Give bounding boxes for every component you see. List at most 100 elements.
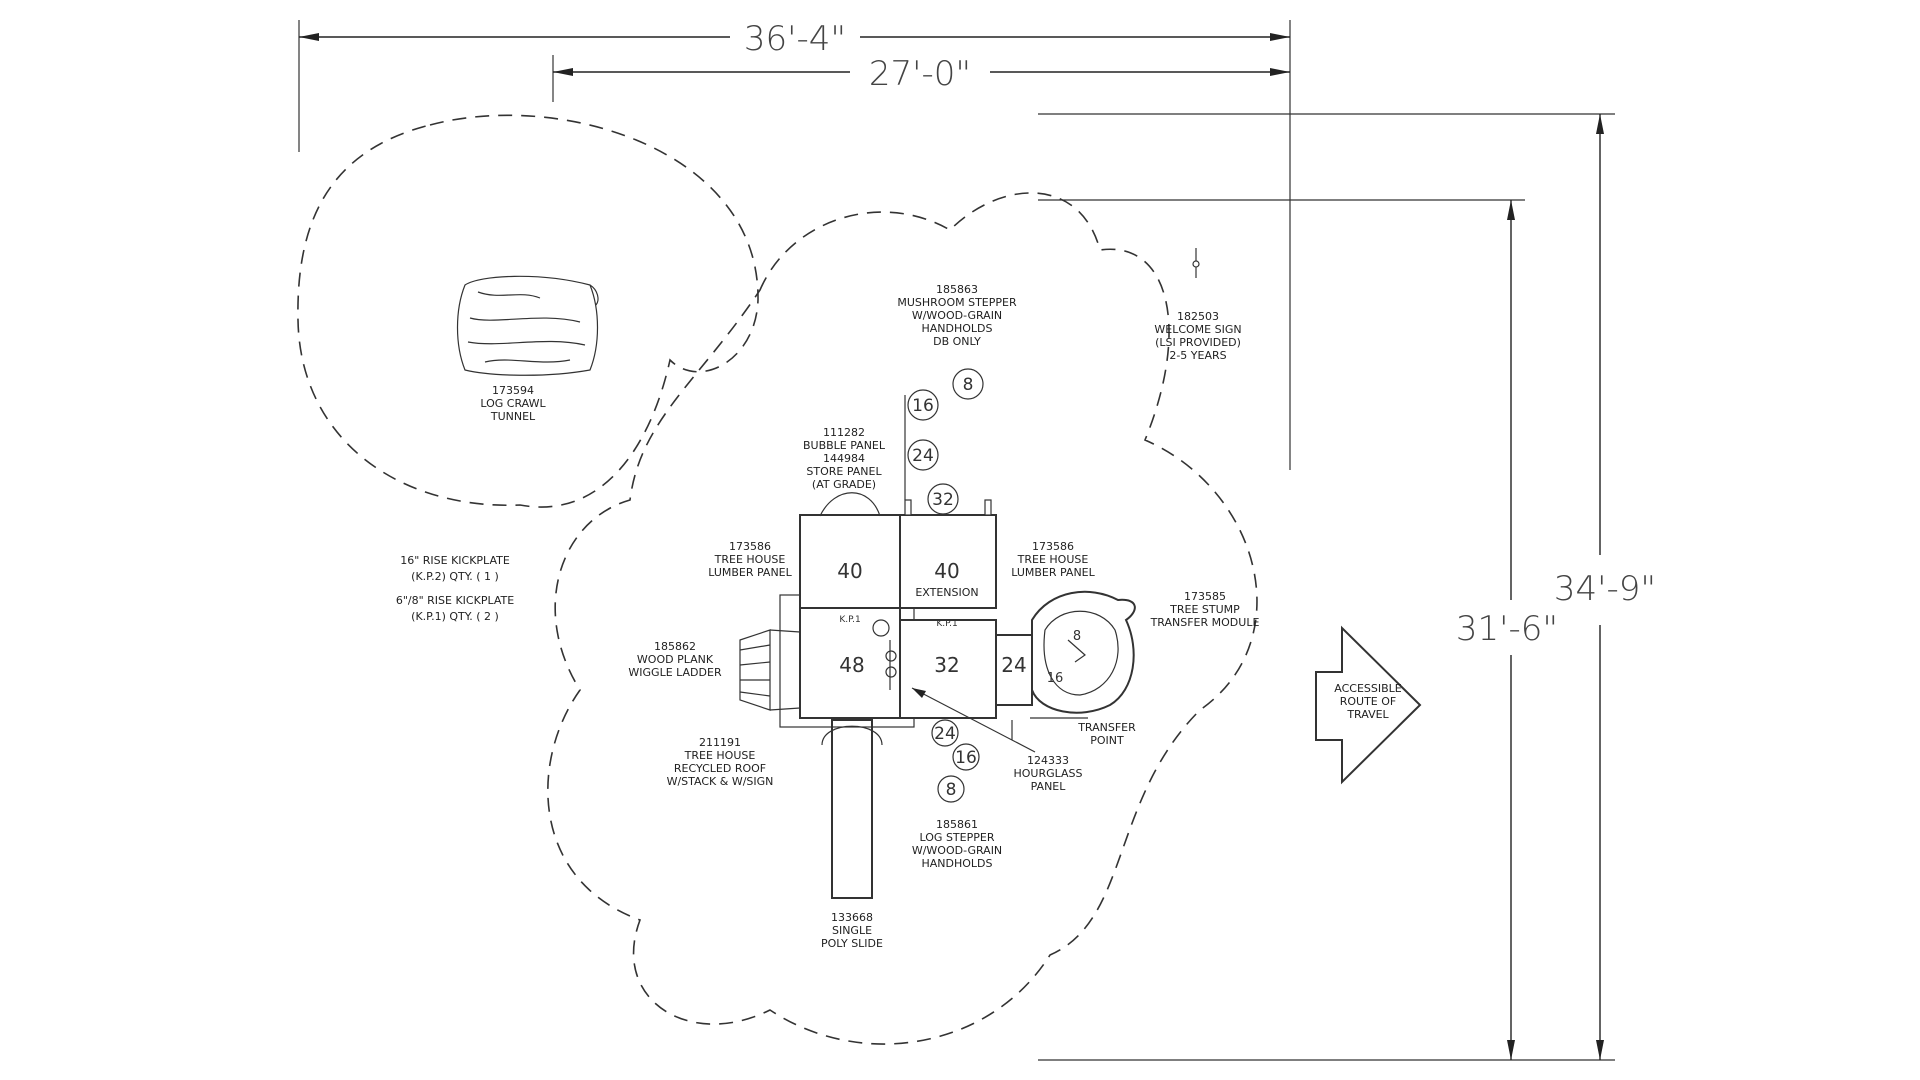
- svg-text:173585: 173585: [1184, 590, 1226, 603]
- svg-text:TUNNEL: TUNNEL: [490, 410, 536, 423]
- svg-text:TREE HOUSE: TREE HOUSE: [684, 749, 756, 762]
- stepper-16-bottom: 16: [955, 748, 977, 768]
- svg-text:185861: 185861: [936, 818, 978, 831]
- svg-text:POLY SLIDE: POLY SLIDE: [821, 937, 883, 950]
- label-recycled-roof: 211191 TREE HOUSE RECYCLED ROOF W/STACK …: [667, 736, 774, 788]
- log-crawl-tunnel: [456, 275, 599, 376]
- accessible-route-arrow: [1315, 625, 1422, 785]
- log-steppers: [931, 719, 980, 803]
- svg-text:TRAVEL: TRAVEL: [1346, 708, 1389, 721]
- inner-width-label: 27'-0": [869, 54, 971, 94]
- kickplate-1-left: K.P.1: [839, 615, 860, 625]
- hourglass-leader: [911, 687, 1036, 753]
- svg-text:ROUTE OF: ROUTE OF: [1340, 695, 1397, 708]
- stepper-24-top: 24: [912, 446, 934, 466]
- svg-text:DB ONLY: DB ONLY: [933, 335, 981, 348]
- main-structure-use-zone: [547, 192, 1258, 1045]
- label-tree-stump: 173585 TREE STUMP TRANSFER MODULE: [1150, 590, 1260, 629]
- svg-text:6"/8" RISE KICKPLATE: 6"/8" RISE KICKPLATE: [396, 594, 514, 607]
- svg-text:WOOD PLANK: WOOD PLANK: [637, 653, 714, 666]
- deck-24-number: 24: [1001, 653, 1026, 677]
- wiggle-ladder: [739, 629, 801, 711]
- stepper-24-bottom: 24: [934, 724, 956, 744]
- dimension-inner-width: 27'-0": [552, 54, 1290, 102]
- svg-text:TRANSFER: TRANSFER: [1077, 721, 1136, 734]
- svg-text:HANDHOLDS: HANDHOLDS: [921, 857, 992, 870]
- svg-text:PANEL: PANEL: [1031, 780, 1067, 793]
- svg-text:173586: 173586: [729, 540, 771, 553]
- svg-text:STORE PANEL: STORE PANEL: [806, 465, 882, 478]
- mushroom-steppers: [904, 368, 984, 515]
- stump-step-8: 8: [1073, 629, 1081, 644]
- svg-text:111282: 111282: [823, 426, 865, 439]
- svg-text:HANDHOLDS: HANDHOLDS: [921, 322, 992, 335]
- svg-text:TREE HOUSE: TREE HOUSE: [1017, 553, 1089, 566]
- svg-text:124333: 124333: [1027, 754, 1069, 767]
- dimension-inner-depth: 31'-6": [1038, 199, 1558, 1060]
- svg-text:SINGLE: SINGLE: [832, 924, 872, 937]
- svg-text:HOURGLASS: HOURGLASS: [1013, 767, 1082, 780]
- overall-width-label: 36'-4": [744, 19, 846, 59]
- deck-40-extension: [899, 514, 997, 609]
- stepper-8-top: 8: [963, 375, 974, 395]
- svg-text:LOG CRAWL: LOG CRAWL: [480, 397, 546, 410]
- deck-40-number: 40: [837, 559, 862, 583]
- svg-text:WELCOME SIGN: WELCOME SIGN: [1154, 323, 1241, 336]
- play-structure: 8 16: [739, 492, 1136, 899]
- svg-text:BUBBLE PANEL: BUBBLE PANEL: [803, 439, 886, 452]
- label-welcome-sign: 182503 WELCOME SIGN (LSI PROVIDED) 2-5 Y…: [1154, 310, 1241, 362]
- svg-text:POINT: POINT: [1090, 734, 1124, 747]
- svg-text:(K.P.2) QTY. ( 1 ): (K.P.2) QTY. ( 1 ): [411, 570, 499, 583]
- svg-text:TRANSFER MODULE: TRANSFER MODULE: [1150, 616, 1260, 629]
- svg-text:LUMBER PANEL: LUMBER PANEL: [1011, 566, 1095, 579]
- label-hourglass-panel: 124333 HOURGLASS PANEL: [1013, 754, 1082, 793]
- dimension-overall-depth: 34'-9": [1038, 113, 1656, 1061]
- overall-depth-label: 34'-9": [1554, 569, 1656, 609]
- label-mushroom-stepper: 185863 MUSHROOM STEPPER W/WOOD-GRAIN HAN…: [897, 283, 1017, 348]
- svg-text:LUMBER PANEL: LUMBER PANEL: [708, 566, 792, 579]
- label-log-stepper: 185861 LOG STEPPER W/WOOD-GRAIN HANDHOLD…: [912, 818, 1002, 870]
- svg-text:W/WOOD-GRAIN: W/WOOD-GRAIN: [912, 844, 1002, 857]
- svg-text:185863: 185863: [936, 283, 978, 296]
- svg-text:W/STACK & W/SIGN: W/STACK & W/SIGN: [667, 775, 774, 788]
- label-transfer-point: TRANSFER POINT: [1077, 721, 1136, 747]
- svg-text:(AT GRADE): (AT GRADE): [812, 478, 876, 491]
- svg-text:211191: 211191: [699, 736, 741, 749]
- svg-text:133668: 133668: [831, 911, 873, 924]
- svg-text:182503: 182503: [1177, 310, 1219, 323]
- svg-text:WIGGLE LADDER: WIGGLE LADDER: [628, 666, 722, 679]
- svg-text:(K.P.1) QTY. ( 2 ): (K.P.1) QTY. ( 2 ): [411, 610, 499, 623]
- deck-32: [899, 619, 997, 719]
- svg-text:TREE HOUSE: TREE HOUSE: [714, 553, 786, 566]
- svg-text:16" RISE KICKPLATE: 16" RISE KICKPLATE: [400, 554, 510, 567]
- label-bubble-panel: 111282 BUBBLE PANEL 144984 STORE PANEL (…: [803, 426, 886, 491]
- deck-24: [995, 634, 1033, 706]
- svg-text:TREE STUMP: TREE STUMP: [1169, 603, 1240, 616]
- deck-48-number: 48: [839, 653, 864, 677]
- label-wiggle-ladder: 185862 WOOD PLANK WIGGLE LADDER: [628, 640, 722, 679]
- deck-extension-label: EXTENSION: [915, 586, 978, 599]
- kickplate-1-right: K.P.1: [936, 619, 957, 629]
- stepper-8-bottom: 8: [946, 780, 957, 800]
- svg-text:144984: 144984: [823, 452, 865, 465]
- svg-text:173594: 173594: [492, 384, 534, 397]
- svg-text:W/WOOD-GRAIN: W/WOOD-GRAIN: [912, 309, 1002, 322]
- label-log-crawl: 173594 LOG CRAWL TUNNEL: [480, 384, 546, 423]
- deck-32-number: 32: [934, 653, 959, 677]
- svg-text:LOG STEPPER: LOG STEPPER: [920, 831, 995, 844]
- poly-slide: [831, 719, 873, 899]
- log-crawl-use-zone: [297, 114, 759, 508]
- stepper-16-top: 16: [912, 396, 934, 416]
- svg-text:(LSI PROVIDED): (LSI PROVIDED): [1155, 336, 1241, 349]
- label-accessible-route: ACCESSIBLE ROUTE OF TRAVEL: [1334, 682, 1402, 721]
- svg-text:2-5 YEARS: 2-5 YEARS: [1169, 349, 1226, 362]
- deck-40b-number: 40: [934, 559, 959, 583]
- svg-text:173586: 173586: [1032, 540, 1074, 553]
- deck-48: [799, 607, 901, 719]
- stepper-32-top: 32: [932, 490, 954, 510]
- svg-text:ACCESSIBLE: ACCESSIBLE: [1334, 682, 1402, 695]
- dimension-overall-width: 36'-4": [298, 19, 1291, 470]
- svg-text:RECYCLED ROOF: RECYCLED ROOF: [674, 762, 766, 775]
- label-kickplates: 16" RISE KICKPLATE (K.P.2) QTY. ( 1 ) 6"…: [396, 554, 514, 623]
- label-lumber-panel-left: 173586 TREE HOUSE LUMBER PANEL: [708, 540, 792, 579]
